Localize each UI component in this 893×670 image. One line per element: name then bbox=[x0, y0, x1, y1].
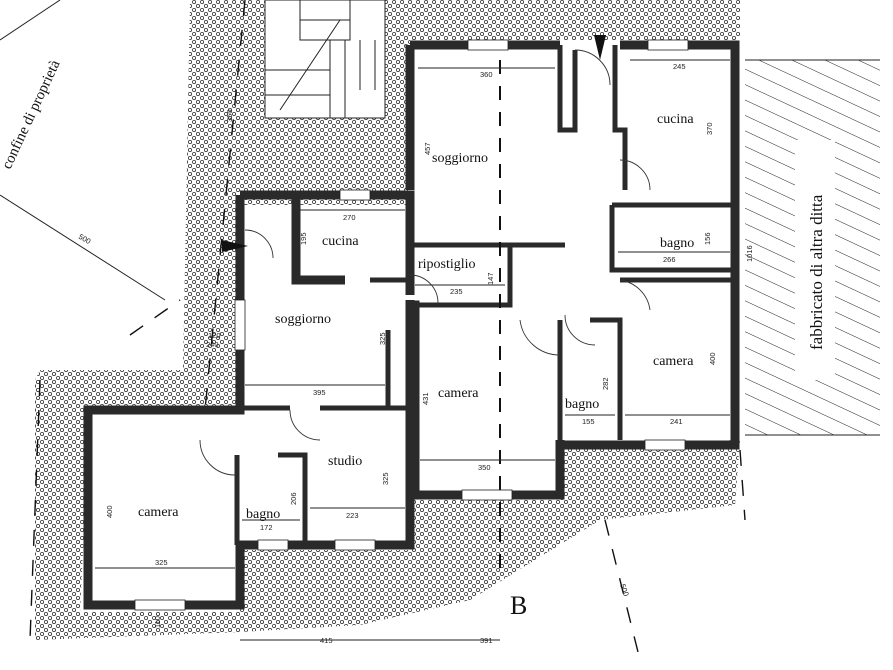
dimension: 500 bbox=[77, 232, 92, 246]
dimension: 206 bbox=[289, 492, 298, 505]
dimension: 195 bbox=[299, 232, 308, 245]
neighbor-building: fabbricato di altra ditta bbox=[745, 59, 880, 436]
dimension: 370 bbox=[705, 122, 714, 135]
dimension: 240 bbox=[206, 340, 219, 349]
dimension: 120 bbox=[208, 331, 221, 340]
dimension: 500 bbox=[618, 583, 631, 598]
room-label: soggiorno bbox=[432, 151, 488, 166]
room-label: bagno bbox=[660, 236, 694, 251]
dimension: 156 bbox=[703, 232, 712, 245]
dimension: 1016 bbox=[745, 245, 754, 262]
dimension: 282 bbox=[601, 377, 610, 390]
dimension: 391 bbox=[480, 636, 493, 645]
dimension: 457 bbox=[423, 142, 432, 155]
property-boundary: confine di proprietà bbox=[0, 0, 166, 301]
room-label: soggiorno bbox=[275, 312, 331, 327]
room-label: camera bbox=[138, 505, 179, 520]
dimension: 245 bbox=[673, 62, 686, 71]
room-label: bagno bbox=[565, 397, 599, 412]
door-swings bbox=[199, 49, 651, 476]
room-labels: soggiorno cucina ripostiglio camera stud… bbox=[138, 112, 694, 522]
dimension: 350 bbox=[225, 109, 234, 122]
dimension: 110 bbox=[153, 616, 162, 628]
boundary-label: confine di proprietà bbox=[0, 57, 64, 171]
dimension: 325 bbox=[381, 472, 390, 485]
room-label: camera bbox=[653, 354, 694, 369]
dimension: 415 bbox=[320, 636, 333, 645]
dimension: 395 bbox=[313, 388, 326, 397]
dimension: 350 bbox=[478, 463, 491, 472]
entrance-arrows bbox=[222, 35, 606, 252]
dimension: 223 bbox=[346, 511, 359, 520]
room-label: camera bbox=[438, 386, 479, 401]
dimension: 431 bbox=[421, 392, 430, 405]
dimension: 360 bbox=[480, 70, 493, 79]
dimension: 155 bbox=[582, 417, 595, 426]
dimension: 172 bbox=[260, 523, 273, 532]
dimension: 241 bbox=[670, 417, 683, 426]
room-label: ripostiglio bbox=[418, 257, 476, 272]
stairwell bbox=[264, 0, 386, 119]
dimension: 325 bbox=[378, 332, 387, 345]
dimension: 400 bbox=[105, 505, 114, 518]
dimension: 270 bbox=[343, 213, 356, 222]
room-label: bagno bbox=[246, 507, 280, 522]
survey-lines bbox=[29, 0, 746, 661]
building-letter: B bbox=[510, 591, 527, 620]
room-label: cucina bbox=[322, 234, 359, 249]
room-label: studio bbox=[328, 454, 362, 469]
windows bbox=[134, 39, 689, 611]
dimension: 325 bbox=[155, 558, 168, 567]
apartment-b-walls bbox=[405, 40, 740, 500]
dimension: 400 bbox=[708, 352, 717, 365]
dimension: 235 bbox=[450, 287, 463, 296]
room-label: cucina bbox=[657, 112, 694, 127]
dimension: 147 bbox=[486, 272, 495, 285]
dimension: 266 bbox=[663, 255, 676, 264]
neighbor-label: fabbricato di altra ditta bbox=[807, 194, 826, 350]
